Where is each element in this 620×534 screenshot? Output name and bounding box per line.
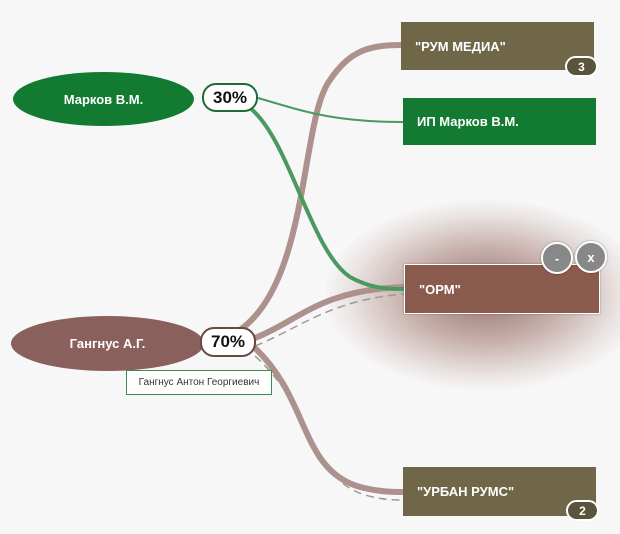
tooltip-text: Гангнус Антон Георгиевич	[138, 377, 260, 388]
share-badge-gangnus: 70%	[200, 327, 256, 357]
person-node-markov[interactable]: Марков В.М.	[13, 72, 194, 126]
share-value: 30%	[212, 87, 248, 107]
link-markov-ip[interactable]	[257, 97, 404, 123]
share-value: 70%	[210, 332, 246, 351]
company-node-orm[interactable]: "ОРМ"	[404, 264, 600, 314]
person-node-gangnus[interactable]: Гангнус А.Г.	[11, 316, 204, 371]
company-label: "УРБАН РУМС"	[417, 484, 515, 499]
badge-count: 2	[579, 503, 586, 518]
link-gangnus-orm-dashed	[254, 293, 405, 347]
badge-count: 3	[578, 59, 585, 74]
company-node-rum-media[interactable]: "РУМ МЕДИА"	[401, 22, 594, 70]
count-badge-urban-rooms[interactable]: 2	[566, 500, 599, 521]
company-node-urban-rooms[interactable]: "УРБАН РУМС"	[403, 467, 596, 516]
company-label: ИП Марков В.М.	[417, 114, 519, 129]
link-gangnus-urban[interactable]	[252, 345, 407, 495]
share-badge-markov: 30%	[202, 83, 258, 112]
person-tooltip: Гангнус Антон Георгиевич	[126, 370, 272, 395]
link-gangnus-rum[interactable]	[237, 42, 405, 333]
company-label: "РУМ МЕДИА"	[415, 38, 506, 54]
count-badge-rum-media[interactable]: 3	[565, 56, 598, 77]
close-button[interactable]: x	[575, 241, 607, 273]
collapse-button[interactable]: -	[541, 242, 573, 274]
link-markov-orm[interactable]	[248, 106, 406, 291]
company-node-ip-markov[interactable]: ИП Марков В.М.	[403, 98, 596, 145]
company-label: "ОРМ"	[419, 281, 461, 297]
close-icon: x	[587, 249, 595, 265]
person-label: Марков В.М.	[63, 91, 144, 107]
minus-icon: -	[554, 250, 560, 266]
link-gangnus-orm[interactable]	[252, 284, 407, 341]
person-label: Гангнус А.Г.	[69, 336, 146, 351]
